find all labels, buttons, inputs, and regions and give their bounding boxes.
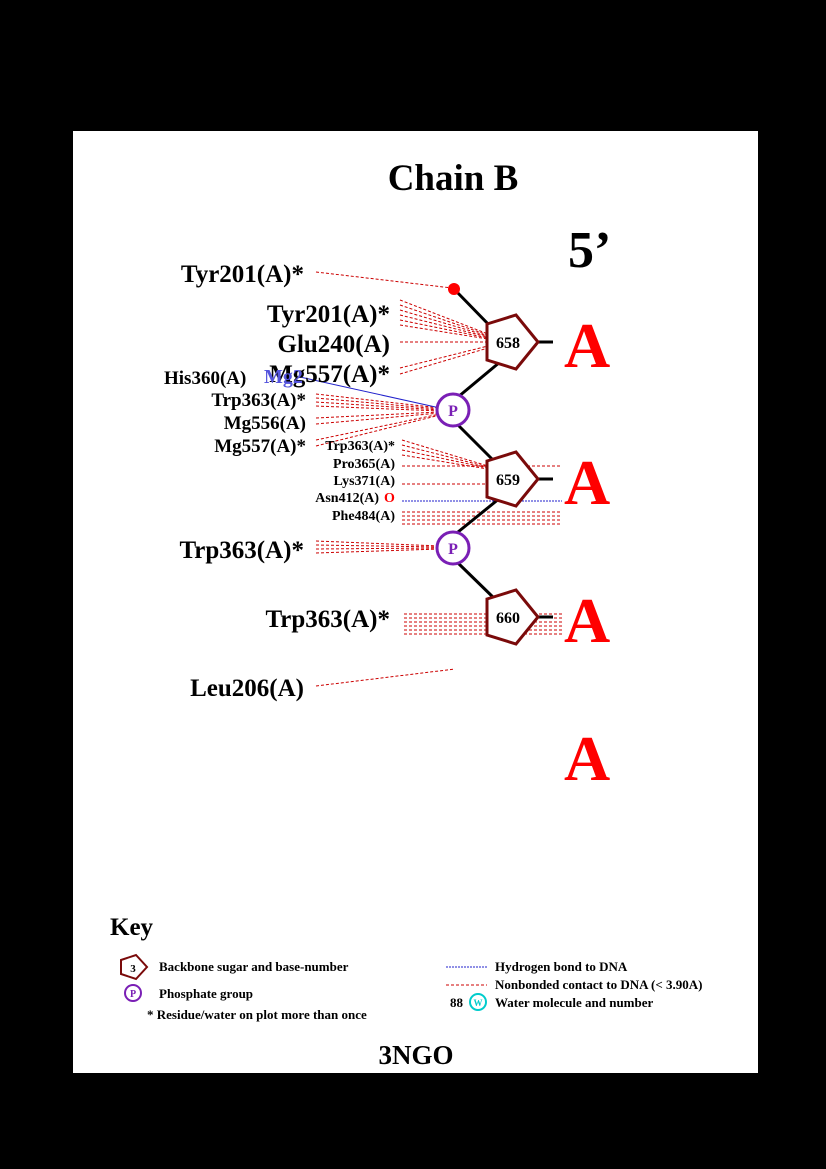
key-phosphate-text: Phosphate group (159, 986, 253, 1001)
chain-title: Chain B (388, 158, 519, 199)
base-661: A (564, 723, 610, 794)
residue-tyr201-b: Tyr201(A)* (267, 301, 390, 328)
residue-glu240: Glu240(A) (278, 331, 391, 358)
key-sugar-number: 3 (130, 963, 136, 975)
residue-his360: His360(A) (164, 368, 246, 389)
residue-phe484: Phe484(A) (332, 509, 395, 524)
sugar-number-660: 660 (496, 610, 520, 627)
five-prime-label: 5’ (568, 222, 611, 279)
residue-mg557-b: Mg557(A)* (214, 436, 306, 457)
sugar-number-658: 658 (496, 335, 520, 352)
backbone (453, 288, 553, 619)
key-title: Key (110, 914, 154, 941)
key-water-number: 88 (450, 995, 464, 1010)
residue-asn412: Asn412(A) (315, 491, 379, 506)
terminal-oxygen (448, 283, 460, 295)
key-phosphate-letter: P (130, 989, 136, 1000)
sugar-659: 659 (485, 450, 540, 508)
key-water-icon: W (469, 993, 487, 1011)
residue-pro365: Pro365(A) (333, 457, 395, 472)
key-sugar-text: Backbone sugar and base-number (159, 959, 349, 974)
hydrogen-bonds (299, 376, 562, 502)
phosphate-2-label: P (448, 541, 458, 558)
key-phosphate-icon: P (124, 984, 142, 1002)
key-water-letter: W (474, 998, 483, 1008)
base-658: A (564, 310, 610, 381)
key: Key 3 Backbone sugar and base-number P P… (110, 914, 702, 1022)
sugar-658: 658 (485, 313, 540, 371)
residue-tyr201-top: Tyr201(A)* (181, 261, 304, 288)
key-water-text: Water molecule and number (495, 995, 654, 1010)
residue-trp363-p2: Trp363(A)* (179, 537, 304, 564)
key-nonbonded-text: Nonbonded contact to DNA (< 3.90A) (495, 977, 702, 992)
residue-trp363-small: Trp363(A)* (325, 439, 395, 454)
residue-trp363-660: Trp363(A)* (265, 606, 390, 633)
pdb-id: 3NGO (378, 1040, 453, 1070)
base-660: A (564, 585, 610, 656)
residue-mg557-a: Mg557(A)* (269, 361, 390, 388)
residue-mg2: Mg2 (264, 366, 303, 388)
phosphate-1: P (435, 392, 471, 428)
residue-trp363-a: Trp363(A)* (211, 390, 306, 411)
phosphate-1-label: P (448, 403, 458, 420)
sugar-660: 660 (485, 588, 540, 646)
plot-panel (73, 131, 758, 1073)
residue-mg556: Mg556(A) (224, 413, 306, 434)
key-sugar-icon: 3 (120, 953, 149, 981)
key-hbond-text: Hydrogen bond to DNA (495, 959, 628, 974)
residue-leu206: Leu206(A) (190, 675, 304, 702)
base-659: A (564, 447, 610, 518)
phosphate-2: P (435, 530, 471, 566)
sugar-number-659: 659 (496, 472, 520, 489)
residue-lys371: Lys371(A) (334, 474, 396, 489)
atom-asn412-o: O (384, 491, 395, 506)
key-star-text: * Residue/water on plot more than once (147, 1007, 367, 1022)
